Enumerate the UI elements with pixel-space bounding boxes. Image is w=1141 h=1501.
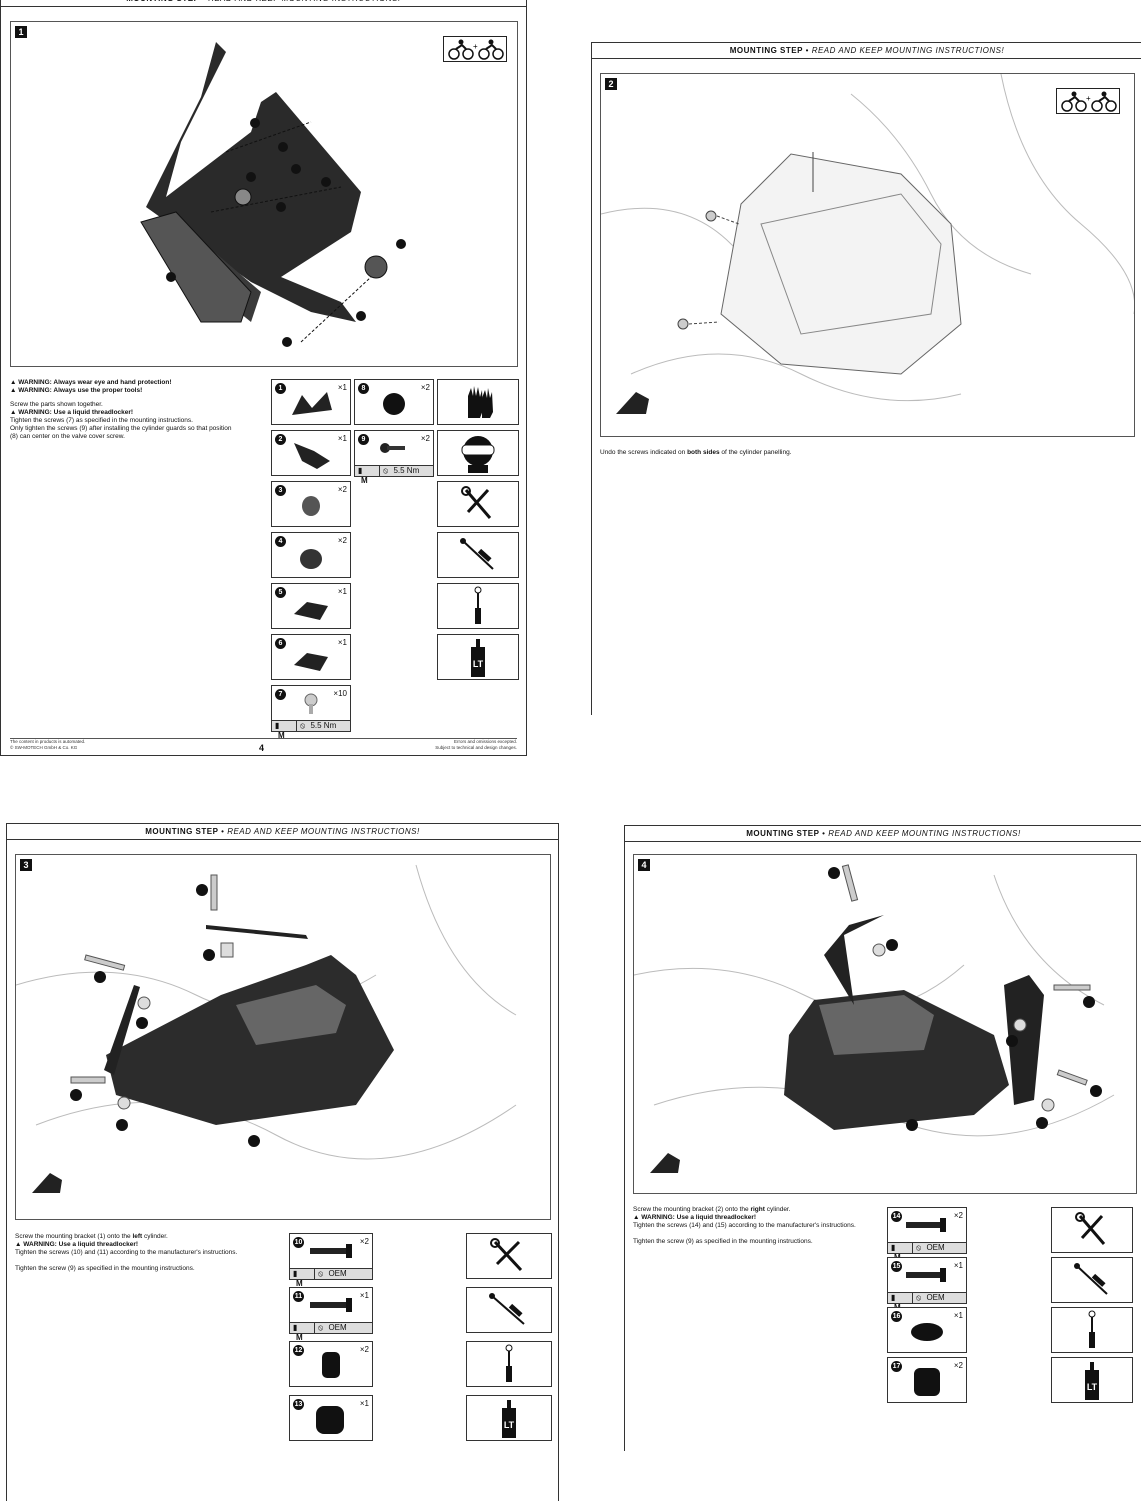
part-6: 6×1	[271, 634, 351, 680]
part-10: 10×2▮ M⦸ OEM	[289, 1233, 373, 1288]
torque-wrench-icon	[437, 532, 519, 578]
hex-key-icon	[466, 1341, 552, 1387]
threadlocker-icon: LT	[466, 1395, 552, 1441]
svg-text:+: +	[1086, 94, 1091, 103]
bracket-assembly-drawing	[140, 42, 406, 347]
hex-key-icon	[1051, 1307, 1133, 1353]
spacer-sleeve-icon	[316, 1406, 344, 1434]
svg-text:LT: LT	[1087, 1382, 1098, 1392]
page-header: MOUNTING STEP • READ AND KEEP MOUNTING I…	[7, 824, 558, 840]
step-2-text: Undo the screws indicated on both sides …	[600, 449, 792, 456]
svg-text:LT: LT	[504, 1420, 515, 1430]
instruction-page-1: MOUNTING STEP • READ AND KEEP MOUNTING I…	[0, 0, 527, 756]
part-11: 11×1▮ M⦸ OEM	[289, 1287, 373, 1342]
footer-divider	[10, 738, 517, 739]
rubber-grommet-icon	[300, 549, 322, 569]
step-3-text: Screw the mounting bracket (1) onto the …	[15, 1233, 238, 1272]
part-3: 3×2	[271, 481, 351, 527]
gloves-icon	[437, 379, 519, 425]
screw-icon	[380, 443, 405, 453]
footer-left: The content in products is automated. © …	[10, 739, 86, 750]
part-9: 9×2▮ M⦸ 5.5 Nm	[354, 430, 434, 485]
step-number: 2	[605, 78, 617, 90]
instruction-page-3: MOUNTING STEP • READ AND KEEP MOUNTING I…	[6, 823, 559, 1501]
screw-icon	[304, 693, 318, 714]
part-12: 12×2	[289, 1341, 373, 1387]
part-4: 4×2	[271, 532, 351, 578]
step-3-illustration: 3	[15, 854, 551, 1220]
wrench-screwdriver-icon	[437, 481, 519, 527]
page-header: MOUNTING STEP • READ AND KEEP MOUNTING I…	[625, 826, 1141, 842]
step-number: 1	[15, 26, 27, 38]
wrench-screwdriver-icon	[466, 1233, 552, 1279]
instruction-page-4: MOUNTING STEP • READ AND KEEP MOUNTING I…	[624, 825, 1141, 1451]
step-number: 4	[638, 859, 650, 871]
part-7: 7×10▮ M⦸ 5.5 Nm	[271, 685, 351, 740]
page-number: 4	[259, 743, 265, 753]
svg-text:+: +	[473, 42, 478, 51]
instruction-page-2: MOUNTING STEP • READ AND KEEP MOUNTING I…	[591, 42, 1141, 715]
warning-text: ▲ WARNING: Always wear eye and hand prot…	[10, 379, 232, 440]
long-screw-icon	[310, 1298, 352, 1312]
pad-icon	[294, 602, 328, 620]
step-number: 3	[20, 859, 32, 871]
part-8: 8×2	[354, 379, 434, 425]
part-16: 16×1	[887, 1307, 967, 1353]
left-cylinder-guard-drawing	[16, 864, 517, 1193]
right-cylinder-guard-drawing	[634, 864, 1115, 1173]
footer-right: Errors and omissions excepted. Subject t…	[435, 739, 517, 750]
washer-icon	[911, 1323, 943, 1341]
svg-text:LT: LT	[473, 659, 484, 669]
spacer-sleeve-icon	[322, 1352, 340, 1378]
two-motorcycles-icon: +	[443, 36, 507, 62]
cylinder-panelling-drawing	[601, 74, 1134, 414]
two-motorcycles-icon: +	[1056, 88, 1120, 114]
threadlocker-icon: LT	[437, 634, 519, 680]
part-1: 1×1	[271, 379, 351, 425]
long-screw-icon	[906, 1218, 946, 1232]
part-2: 2×1	[271, 430, 351, 476]
step-1-illustration: 1 +	[10, 21, 518, 367]
spacer-icon	[302, 496, 320, 516]
part-5: 5×1	[271, 583, 351, 629]
threadlocker-icon: LT	[1051, 1357, 1133, 1403]
hex-key-icon	[437, 583, 519, 629]
long-screw-icon	[310, 1244, 352, 1258]
rubber-buffer-icon	[383, 393, 405, 415]
pad-icon	[294, 653, 328, 671]
step-2-illustration: 2 +	[600, 73, 1135, 437]
part-17: 17×2	[887, 1357, 967, 1403]
wrench-screwdriver-icon	[1051, 1207, 1133, 1253]
page-header: MOUNTING STEP • READ AND KEEP MOUNTING I…	[592, 43, 1141, 59]
torque-wrench-icon	[1051, 1257, 1133, 1303]
torque-wrench-icon	[466, 1287, 552, 1333]
bracket-part-icon	[292, 392, 332, 415]
part-14: 14×2▮ M⦸ OEM	[887, 1207, 967, 1262]
part-13: 13×1	[289, 1395, 373, 1441]
goggles-icon	[437, 430, 519, 476]
step-4-text: Screw the mounting bracket (2) onto the …	[633, 1206, 856, 1245]
bracket-part-icon	[294, 443, 330, 469]
spacer-sleeve-icon	[914, 1368, 940, 1396]
long-screw-icon	[906, 1268, 946, 1282]
step-4-illustration: 4	[633, 854, 1137, 1194]
part-15: 15×1▮ M⦸ OEM	[887, 1257, 967, 1312]
page-header: MOUNTING STEP • READ AND KEEP MOUNTING I…	[1, 0, 526, 7]
